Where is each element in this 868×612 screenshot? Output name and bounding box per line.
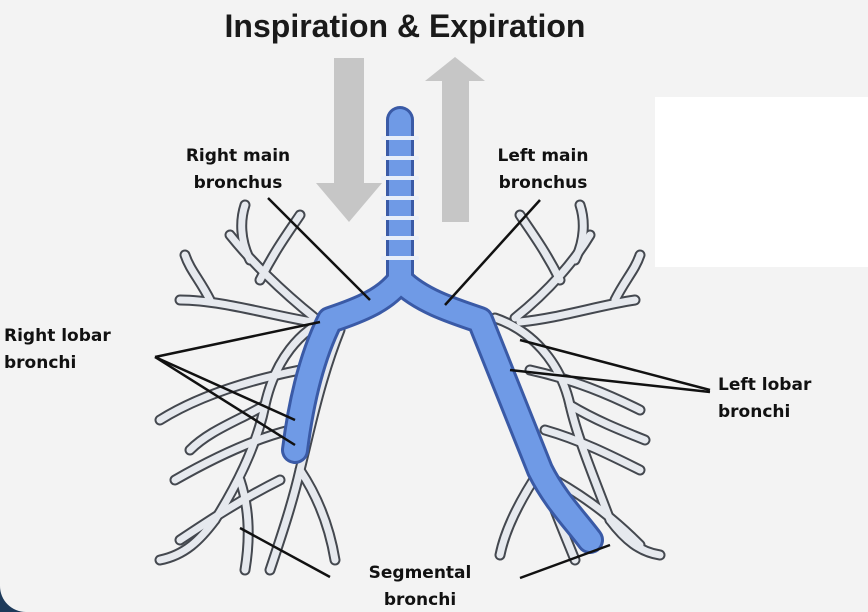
exhale-arrow-up-icon: [425, 57, 485, 222]
diagram-title: Inspiration & Expiration: [224, 8, 586, 44]
label-right-lobar-bronchi: Right lobar bronchi: [4, 326, 111, 373]
label-left-main-bronchus: Left main bronchus: [497, 146, 589, 193]
inhale-arrow-down-icon: [316, 58, 382, 222]
blank-panel: [655, 97, 868, 267]
label-segmental-bronchi: Segmental bronchi: [368, 563, 472, 610]
label-right-main-bronchus: Right main bronchus: [185, 146, 291, 193]
airway-tube: [281, 106, 604, 554]
leader-lines: [154, 197, 711, 580]
label-left-lobar-bronchi: Left lobar bronchi: [718, 375, 812, 422]
